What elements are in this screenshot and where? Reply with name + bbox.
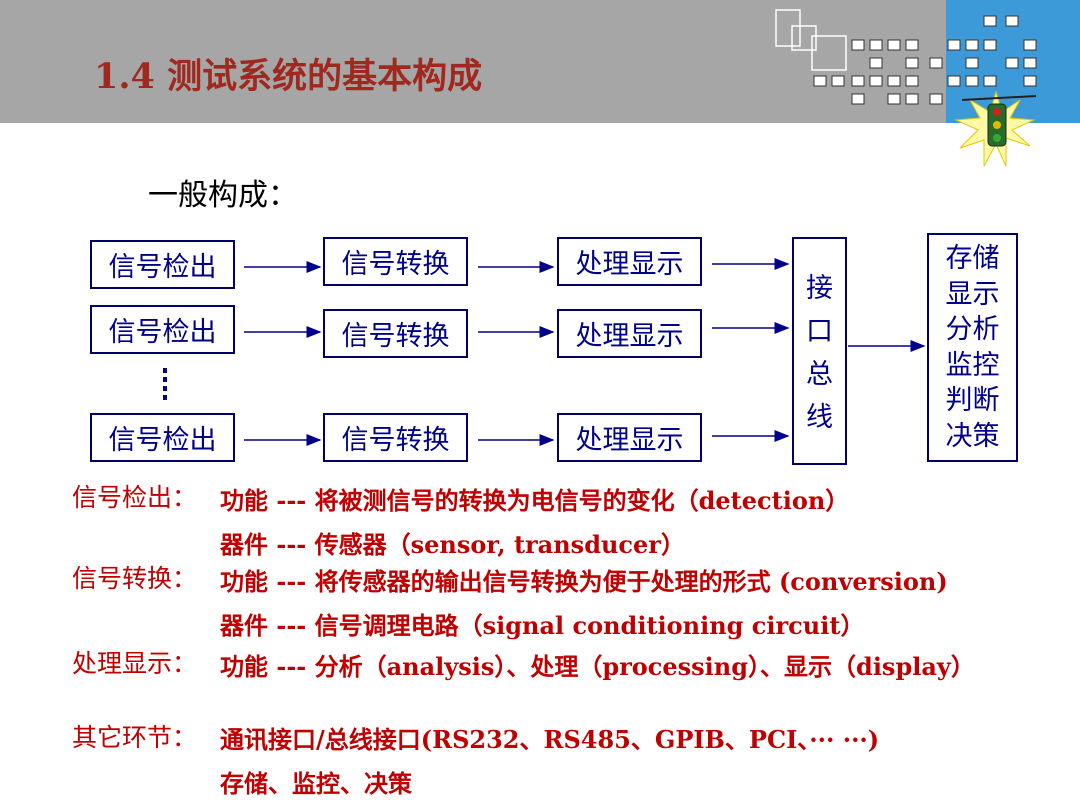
other-desc-label: 其它环节：: [72, 723, 198, 752]
convert-desc-label: 信号转换：: [72, 564, 198, 593]
detect-box-1: 信号检出: [90, 240, 235, 289]
display-box-2: 处理显示: [557, 309, 702, 358]
bus-char: 线: [806, 402, 833, 433]
other-line-2: 存储、监控、决策: [220, 769, 412, 798]
display-box-3: 处理显示: [557, 413, 702, 462]
detect-desc-label: 信号检出：: [72, 483, 198, 512]
storage-item: 显示: [945, 278, 1000, 310]
other-line-1: 通讯接口/总线接口(RS232、RS485、GPIB、PCI、··· ···): [220, 725, 880, 754]
traffic-light-icon: [954, 90, 1037, 167]
storage-item: 分析: [945, 314, 1000, 345]
decorative-squares: [775, 9, 1037, 105]
storage-item: 决策: [945, 420, 1000, 452]
storage-item: 监控: [945, 349, 1000, 381]
bus-char: 口: [806, 316, 833, 347]
detect-func-text: 功能 --- 将被测信号的转换为电信号的变化（detection）: [220, 486, 850, 515]
bus-char: 接: [806, 273, 833, 304]
convert-box-2: 信号转换: [323, 309, 468, 358]
vertical-ellipsis: [163, 368, 167, 400]
section-heading: 一般构成：: [148, 178, 298, 213]
detect-box-2: 信号检出: [90, 305, 235, 354]
storage-decision-box: 存储 显示 分析 监控 判断 决策: [927, 233, 1018, 462]
convert-box-3: 信号转换: [323, 413, 468, 462]
bus-char: 总: [806, 359, 833, 390]
interface-bus-box: 接 口 总 线: [792, 237, 847, 465]
detect-box-3: 信号检出: [90, 413, 235, 462]
storage-item: 存储: [945, 243, 1000, 274]
display-box-1: 处理显示: [557, 237, 702, 286]
slide-title: 1.4 测试系统的基本构成: [94, 56, 483, 97]
convert-device-text: 器件 --- 信号调理电路（signal conditioning circui…: [220, 611, 865, 640]
detect-device-text: 器件 --- 传感器（sensor, transducer）: [220, 530, 685, 559]
display-desc-label: 处理显示：: [72, 649, 198, 678]
display-func-text: 功能 --- 分析（analysis）、处理（processing）、显示（di…: [220, 652, 975, 681]
convert-func-text: 功能 --- 将传感器的输出信号转换为便于处理的形式 (conversion): [220, 567, 948, 596]
storage-item: 判断: [945, 385, 1000, 416]
convert-box-1: 信号转换: [323, 237, 468, 286]
